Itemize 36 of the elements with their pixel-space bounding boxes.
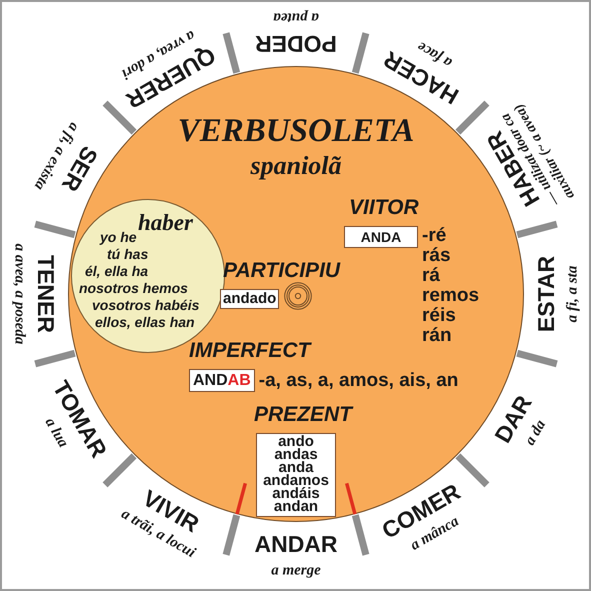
conjugation-line: vosotros habéis bbox=[92, 297, 200, 313]
translation-label: a putea bbox=[273, 8, 319, 26]
tense-heading: VIITOR bbox=[349, 196, 419, 220]
stem-box: ANDAB bbox=[189, 369, 255, 392]
subtitle: spaniolã bbox=[250, 151, 342, 181]
verb-label: ESTAR bbox=[533, 256, 559, 332]
conjugation-line: ando bbox=[278, 435, 314, 448]
ending-label: rá bbox=[422, 266, 441, 286]
participle-box: andado bbox=[220, 289, 280, 309]
conjugation-line: él, ella ha bbox=[85, 263, 148, 279]
conjugation-line: tú has bbox=[107, 246, 148, 262]
translation-label: a fi, a sta bbox=[564, 266, 582, 322]
tense-heading: IMPERFECT bbox=[189, 339, 310, 363]
ending-label: réis bbox=[422, 306, 457, 326]
conjugation-line: andamos bbox=[262, 474, 330, 487]
translation-label: a merge bbox=[271, 562, 321, 580]
verb-label: TENER bbox=[33, 255, 59, 333]
title: VERBUSOLETA bbox=[178, 113, 414, 149]
stem-box: ANDA bbox=[344, 226, 418, 248]
conjugation-line: ellos, ellas han bbox=[95, 314, 195, 330]
verb-heading: haber bbox=[138, 210, 193, 236]
verb-label: ANDAR bbox=[254, 531, 338, 557]
ending-label: rán bbox=[422, 326, 453, 346]
conjugation-line: yo he bbox=[100, 229, 137, 245]
conjugation-line: anda bbox=[278, 461, 314, 474]
tense-heading: PREZENT bbox=[254, 403, 352, 427]
conjugation-line: andan bbox=[274, 500, 318, 513]
conjugation-line: nosotros hemos bbox=[79, 280, 188, 296]
translation-label: a avea, a poseda bbox=[10, 244, 28, 344]
ending-label: -a, as, a, amos, ais, an bbox=[258, 370, 458, 390]
ending-label: -ré bbox=[422, 226, 448, 246]
verb-label: PODER bbox=[255, 31, 337, 57]
conjugation-line: andáis bbox=[272, 487, 320, 500]
ending-label: remos bbox=[422, 286, 480, 306]
ending-label: rás bbox=[422, 246, 452, 266]
conjugation-line: andas bbox=[273, 448, 319, 461]
